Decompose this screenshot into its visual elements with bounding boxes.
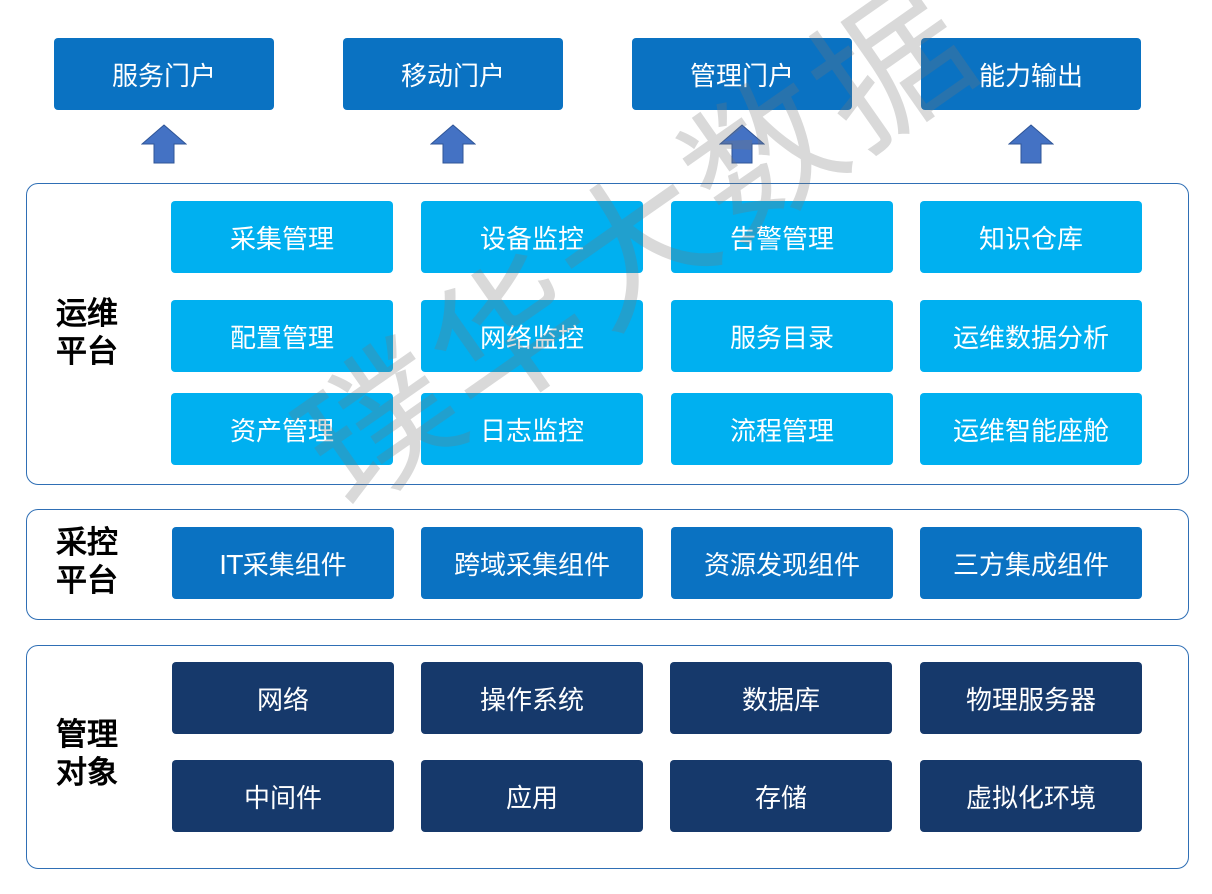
object-virtualization: 虚拟化环境 (920, 760, 1142, 832)
module-ops-data-analysis: 运维数据分析 (920, 300, 1142, 372)
component-it-collection: IT采集组件 (172, 527, 394, 599)
acq-platform-panel (26, 509, 1189, 620)
component-cross-domain: 跨域采集组件 (421, 527, 643, 599)
up-arrow-icon (141, 124, 187, 164)
ops-platform-label: 运维 平台 (56, 296, 118, 370)
component-third-party: 三方集成组件 (920, 527, 1142, 599)
module-alarm-mgmt: 告警管理 (671, 201, 893, 273)
managed-objects-label: 管理 对象 (56, 717, 118, 791)
up-arrow-icon (719, 124, 765, 164)
up-arrow-icon (430, 124, 476, 164)
portal-service: 服务门户 (54, 38, 274, 110)
module-collection-mgmt: 采集管理 (171, 201, 393, 273)
managed-objects-panel (26, 645, 1189, 869)
portal-management: 管理门户 (632, 38, 852, 110)
object-middleware: 中间件 (172, 760, 394, 832)
module-ops-cockpit: 运维智能座舱 (920, 393, 1142, 465)
up-arrow-icon (1008, 124, 1054, 164)
module-service-catalog: 服务目录 (671, 300, 893, 372)
portal-mobile: 移动门户 (343, 38, 563, 110)
module-process-mgmt: 流程管理 (671, 393, 893, 465)
acq-platform-label: 采控 平台 (56, 525, 118, 599)
module-config-mgmt: 配置管理 (171, 300, 393, 372)
module-knowledge-base: 知识仓库 (920, 201, 1142, 273)
module-log-monitor: 日志监控 (421, 393, 643, 465)
module-device-monitor: 设备监控 (421, 201, 643, 273)
object-network: 网络 (172, 662, 394, 734)
module-network-monitor: 网络监控 (421, 300, 643, 372)
ops-platform-panel (26, 183, 1189, 485)
object-storage: 存储 (670, 760, 892, 832)
module-asset-mgmt: 资产管理 (171, 393, 393, 465)
object-database: 数据库 (670, 662, 892, 734)
component-resource-discovery: 资源发现组件 (671, 527, 893, 599)
object-application: 应用 (421, 760, 643, 832)
portal-capability: 能力输出 (921, 38, 1141, 110)
object-physical-server: 物理服务器 (920, 662, 1142, 734)
object-os: 操作系统 (421, 662, 643, 734)
